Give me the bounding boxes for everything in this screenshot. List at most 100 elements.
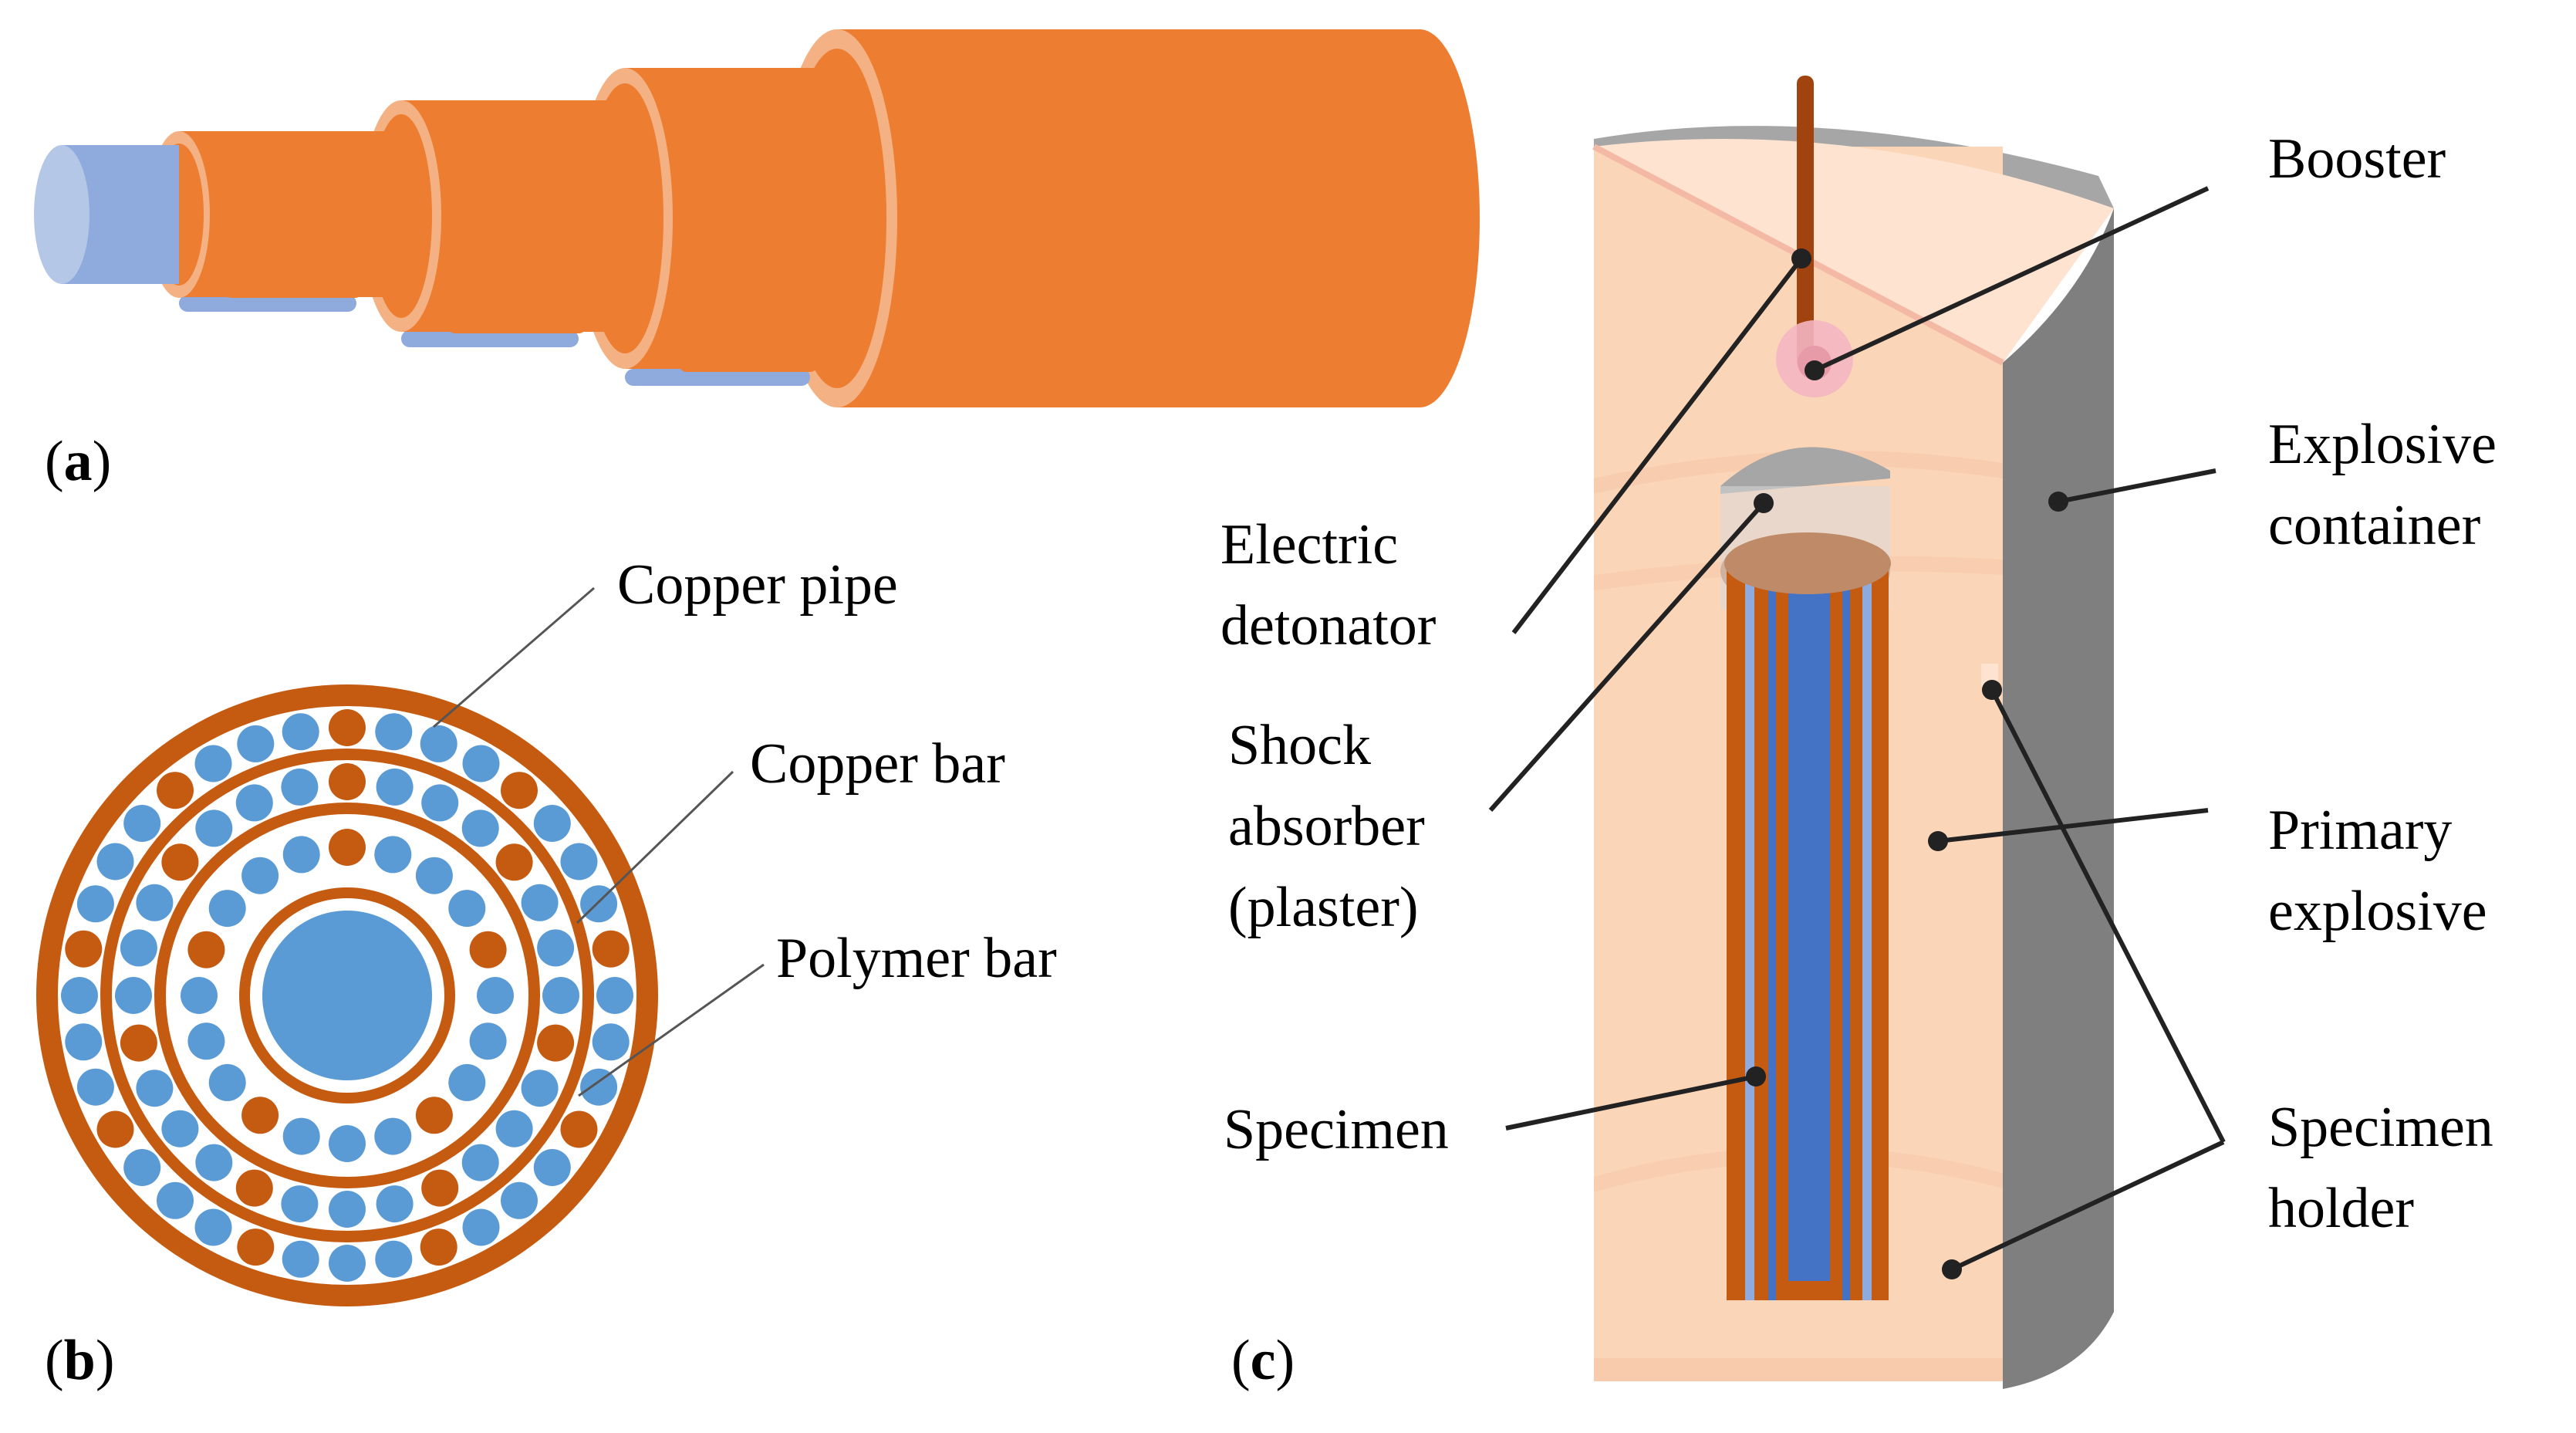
copper-bar [501,772,538,809]
polymer-bar [374,836,412,874]
polymer-bar [448,1063,486,1101]
copper-bar [415,1097,453,1134]
polymer-core-body [62,145,179,284]
copper-bar [495,843,533,881]
label-booster: Booster [2268,127,2446,191]
polymer-bar [580,1068,618,1106]
copper-bar [421,1169,459,1207]
panel-label-c: (c) [1231,1329,1295,1392]
polymer-bar [282,1240,319,1278]
polymer-bar [195,1144,233,1181]
polymer-bar-stub [401,330,579,347]
polymer-bar [421,784,459,822]
polymer-bar [596,977,633,1014]
polymer-bar [329,1125,366,1162]
leader-electric-detonator [1511,257,1804,634]
polymer-bar [533,805,571,842]
pipe3-body [625,68,837,369]
polymer-bar [521,1070,559,1107]
polymer-bar [61,977,98,1014]
polymer-bar [448,890,486,928]
specimen-polymer-layer [1842,559,1850,1300]
container-base [1594,1358,2003,1381]
polymer-bar [194,1208,232,1246]
polymer-bar [282,836,320,874]
label-explosive-container: Explosive container [2268,413,2510,557]
polymer-bar [136,1070,174,1107]
panel-c-setup [1592,76,2114,1389]
polymer-bar [462,745,500,782]
polymer-bar [420,725,457,762]
polymer-bar [161,1110,199,1147]
polymer-bar [281,1185,319,1223]
polymer-bar [282,713,319,751]
label-electric-detonator: Electric detonator [1220,513,1436,657]
copper-bar [235,1169,273,1207]
polymer-bar [194,745,232,782]
leader-polymer-bar [578,963,765,1097]
copper-bar [560,1110,598,1148]
inner-ring-bars [181,829,514,1162]
polymer-core-end-face [34,145,89,284]
copper-bar [537,1024,575,1062]
dot-booster [1805,360,1825,380]
polymer-bar [76,885,114,923]
polymer-bar [76,1068,114,1106]
copper-bar [241,1097,279,1134]
label-polymer-bar: Polymer bar [776,927,1057,990]
outer-pipe-body [837,29,1480,407]
explosive-container-wall [2003,208,2114,1389]
polymer-core [262,911,432,1080]
copper-bar [157,772,194,809]
polymer-bar [120,929,157,967]
polymer-bar [477,977,514,1014]
leader-primary-explosive [1937,808,2209,843]
specimen [1724,532,1891,1300]
polymer-bar [469,1022,507,1060]
pipe2-body [401,100,625,332]
middle-ring-bars [115,763,579,1228]
leader-shock-absorber [1488,502,1766,812]
polymer-bar [241,857,279,894]
label-primary-explosive: Primary explosive [2268,799,2487,943]
polymer-bar [115,977,152,1014]
specimen-polymer-layer [1862,559,1872,1300]
dot-electric-detonator [1791,248,1811,269]
specimen-polymer-layer [1768,559,1776,1300]
copper-bar [329,709,366,746]
label-specimen: Specimen [1224,1098,1449,1161]
polymer-bar [374,1117,412,1155]
label-shock-absorber: Shock absorber (plaster) [1228,714,1439,939]
dot-shock-absorber [1754,493,1774,513]
polymer-bar [521,884,559,921]
copper-bar [592,930,630,968]
polymer-bar-stub [625,369,810,386]
copper-bar [237,1229,275,1266]
polymer-bar [461,1144,499,1181]
polymer-bar [560,843,598,880]
panel-b-cross-section [36,684,658,1306]
polymer-bar [157,1181,194,1219]
polymer-bar [281,768,319,806]
polymer-bar [195,809,233,847]
polymer-bar [96,843,134,880]
shock-absorber-top [1720,447,1890,494]
specimen-polymer-core [1788,586,1830,1281]
leader-specimen-holder-upper [1990,688,2226,1144]
label-copper-bar: Copper bar [750,732,1005,796]
leader-specimen-holder-lower [1950,1140,2225,1272]
copper-bar [120,1024,157,1062]
copper-bar [187,931,225,968]
polymer-bar [542,977,579,1014]
panel-c-leaders [1488,186,2226,1272]
pipe1-body [179,131,401,297]
polymer-bar [461,809,499,847]
copper-bar [469,931,507,968]
dot-primary-explosive [1928,831,1948,851]
polymer-bar [537,929,575,967]
copper-bar [420,1229,457,1266]
outer-ring-bars [61,709,633,1282]
dot-specimen-holder-upper [1982,680,2002,700]
